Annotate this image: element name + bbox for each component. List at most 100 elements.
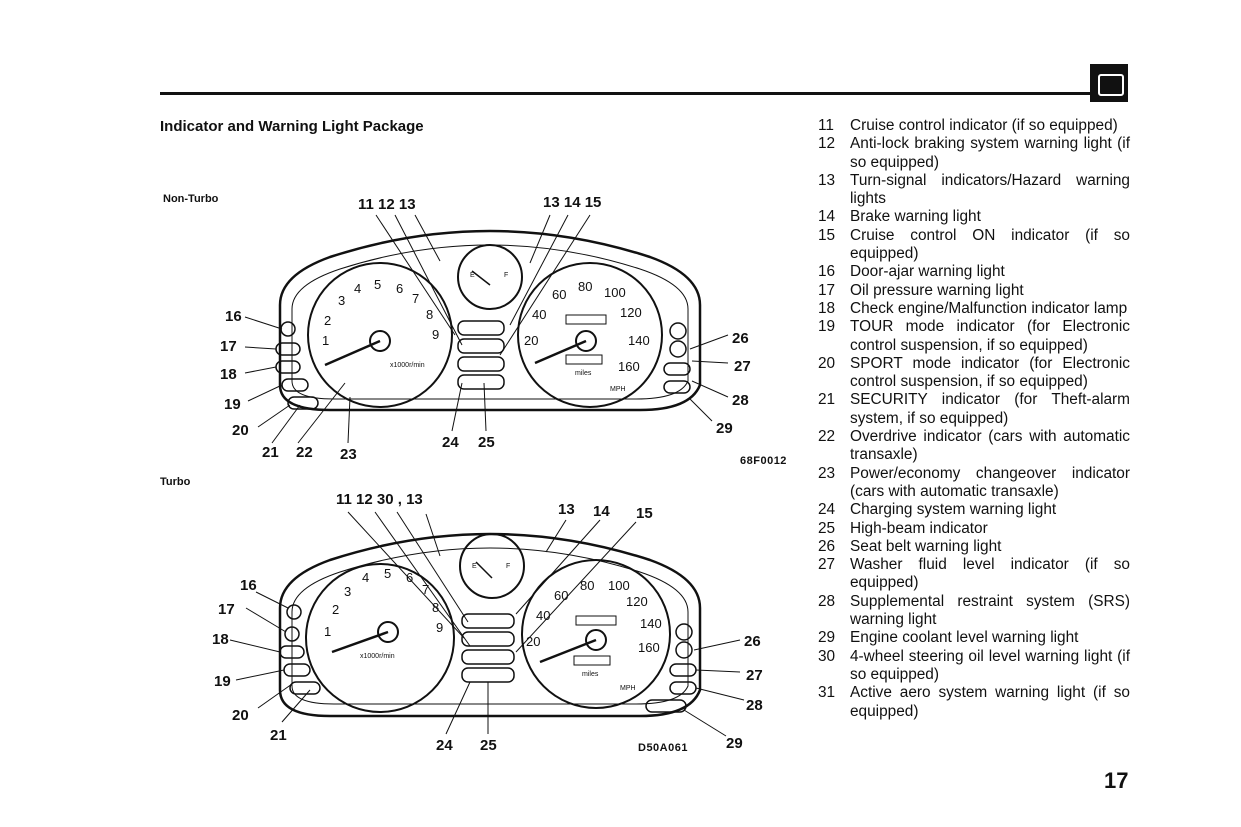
tach-number: 4 [354, 281, 361, 296]
callout-number: 16 [240, 577, 257, 594]
tach-number: 7 [422, 582, 429, 597]
callout-number: 28 [746, 697, 763, 714]
section-tab-icon [1090, 64, 1128, 102]
callout-number: 21 [262, 444, 279, 461]
speed-number: 80 [578, 279, 592, 294]
callout-number: 26 [732, 330, 749, 347]
fuel-empty-mark: E [472, 563, 477, 570]
callout-number: 23 [340, 446, 357, 463]
speed-number: 120 [620, 305, 642, 320]
callout-number: 22 [296, 444, 313, 461]
tach-number: 4 [362, 570, 369, 585]
odo-unit: miles [575, 370, 592, 377]
tach-unit: x1000r/min [360, 653, 395, 660]
tach-number: 6 [406, 570, 413, 585]
callout-number: 17 [220, 338, 237, 355]
page-number: 17 [1104, 768, 1129, 793]
speed-number: 60 [554, 588, 568, 603]
callout-number: 15 [636, 505, 653, 522]
callout-number: 20 [232, 422, 249, 439]
non-turbo-label: Non-Turbo [163, 193, 219, 205]
tach-number: 7 [412, 291, 419, 306]
tach-number: 3 [338, 293, 345, 308]
tach-number: 6 [396, 281, 403, 296]
callout-number: 27 [746, 667, 763, 684]
callout-number: 16 [225, 308, 242, 325]
callout-number: 20 [232, 707, 249, 724]
callout-number: 24 [442, 434, 459, 451]
tach-number: 1 [324, 624, 331, 639]
callout-number: 18 [212, 631, 229, 648]
callout-number: 17 [218, 601, 235, 618]
non-turbo-cluster-diagram: 1 2 3 4 5 6 7 8 9 x1000r/min E F 20 40 6… [200, 185, 770, 465]
figure-code-turbo: D50A061 [638, 742, 688, 754]
callout-number: 25 [478, 434, 495, 451]
tach-number: 9 [436, 620, 443, 635]
speed-number: 100 [604, 285, 626, 300]
odo-unit: miles [582, 671, 599, 678]
tach-number: 9 [432, 327, 439, 342]
tach-number: 8 [426, 307, 433, 322]
tach-unit: x1000r/min [390, 362, 425, 369]
callout-number: 29 [716, 420, 733, 437]
callout-group: 13 14 15 [543, 194, 601, 211]
speed-number: 20 [524, 333, 538, 348]
speed-number: 40 [536, 608, 550, 623]
tach-number: 2 [332, 602, 339, 617]
speed-number: 120 [626, 594, 648, 609]
turbo-label: Turbo [160, 476, 191, 488]
tach-number: 5 [374, 277, 381, 292]
tach-number: 5 [384, 566, 391, 581]
callout-number: 28 [732, 392, 749, 409]
speed-number: 20 [526, 634, 540, 649]
header-rule [160, 92, 1090, 95]
callout-number: 14 [593, 503, 610, 520]
speed-number: 40 [532, 307, 546, 322]
callout-number: 19 [214, 673, 231, 690]
speed-number: 80 [580, 578, 594, 593]
speed-number: 140 [628, 333, 650, 348]
speed-unit: MPH [620, 685, 636, 692]
speed-number: 160 [618, 359, 640, 374]
tach-number: 3 [344, 584, 351, 599]
section-title: Indicator and Warning Light Package [160, 118, 424, 135]
speed-number: 100 [608, 578, 630, 593]
callout-group: 11 12 30 , 13 [336, 491, 423, 508]
callout-number: 13 [558, 501, 575, 518]
tach-number: 1 [322, 333, 329, 348]
callout-number: 29 [726, 735, 743, 752]
callout-number: 25 [480, 737, 497, 754]
speed-number: 140 [640, 616, 662, 631]
fuel-full-mark: F [504, 272, 508, 279]
callout-number: 19 [224, 396, 241, 413]
callout-group: 11 12 13 [358, 196, 416, 213]
callout-number: 18 [220, 366, 237, 383]
figure-code-non-turbo: 68F0012 [740, 455, 787, 467]
speed-number: 60 [552, 287, 566, 302]
callout-number: 27 [734, 358, 751, 375]
callout-number: 26 [744, 633, 761, 650]
fuel-empty-mark: E [470, 272, 475, 279]
